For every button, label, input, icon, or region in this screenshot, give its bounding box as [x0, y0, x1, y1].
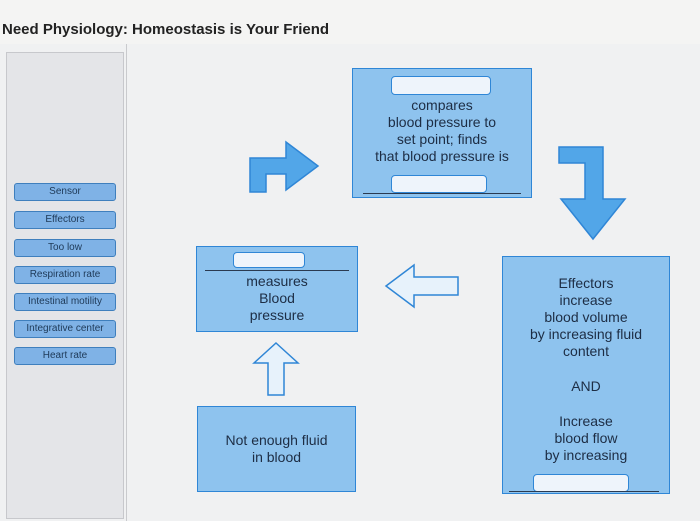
box-text: set point; finds — [396, 131, 488, 147]
effector-box: Effectors increase blood volume by incre… — [502, 256, 670, 494]
integrative-center-box: compares blood pressure to set point; fi… — [352, 68, 532, 198]
box-text: that blood pressure is — [375, 148, 509, 164]
arrow-up-icon — [252, 341, 300, 396]
answer-bank — [6, 52, 124, 519]
box-text: measures — [246, 273, 308, 289]
box-text: blood volume — [544, 309, 628, 325]
and-label: AND — [571, 378, 601, 394]
answer-line — [205, 270, 349, 271]
box-text: Not enough fluid — [225, 432, 328, 448]
header: Need Physiology: Homeostasis is Your Fri… — [0, 0, 700, 44]
arrow-left-icon — [384, 263, 459, 309]
chip-heart-rate[interactable]: Heart rate — [14, 347, 116, 365]
arrow-right-up-icon — [249, 140, 320, 193]
page-title: Need Physiology: Homeostasis is Your Fri… — [2, 21, 330, 38]
arrow-down-icon — [558, 146, 627, 241]
box-text: pressure — [249, 307, 305, 323]
box-text: Increase — [559, 413, 613, 429]
box-text: blood pressure to — [387, 114, 497, 130]
chip-effectors[interactable]: Effectors — [14, 211, 116, 229]
drop-slot-integrative-result[interactable] — [391, 175, 487, 193]
chip-too-low[interactable]: Too low — [14, 239, 116, 257]
box-text: by increasing fluid — [529, 326, 643, 342]
box-text: by increasing — [544, 447, 628, 463]
answer-line — [509, 491, 659, 492]
box-text: Blood — [259, 290, 295, 306]
panel-divider — [126, 44, 127, 521]
box-text: in blood — [251, 449, 302, 465]
answer-line — [363, 193, 521, 194]
drop-slot-sensor-label[interactable] — [233, 252, 305, 268]
chip-sensor[interactable]: Sensor — [14, 183, 116, 201]
box-text: compares — [411, 97, 473, 113]
box-text: increase — [559, 292, 613, 308]
sensor-box: measures Blood pressure — [196, 246, 358, 332]
drop-slot-effector[interactable] — [533, 474, 629, 492]
chip-integrative-center[interactable]: Integrative center — [14, 320, 116, 338]
box-text: blood flow — [554, 430, 618, 446]
box-text: content — [563, 343, 609, 359]
chip-intestinal-motility[interactable]: Intestinal motility — [14, 293, 116, 311]
chip-respiration-rate[interactable]: Respiration rate — [14, 266, 116, 284]
drop-slot-integrative-label[interactable] — [391, 76, 491, 95]
box-text: Effectors — [558, 275, 614, 291]
stimulus-box: Not enough fluid in blood — [197, 406, 356, 492]
